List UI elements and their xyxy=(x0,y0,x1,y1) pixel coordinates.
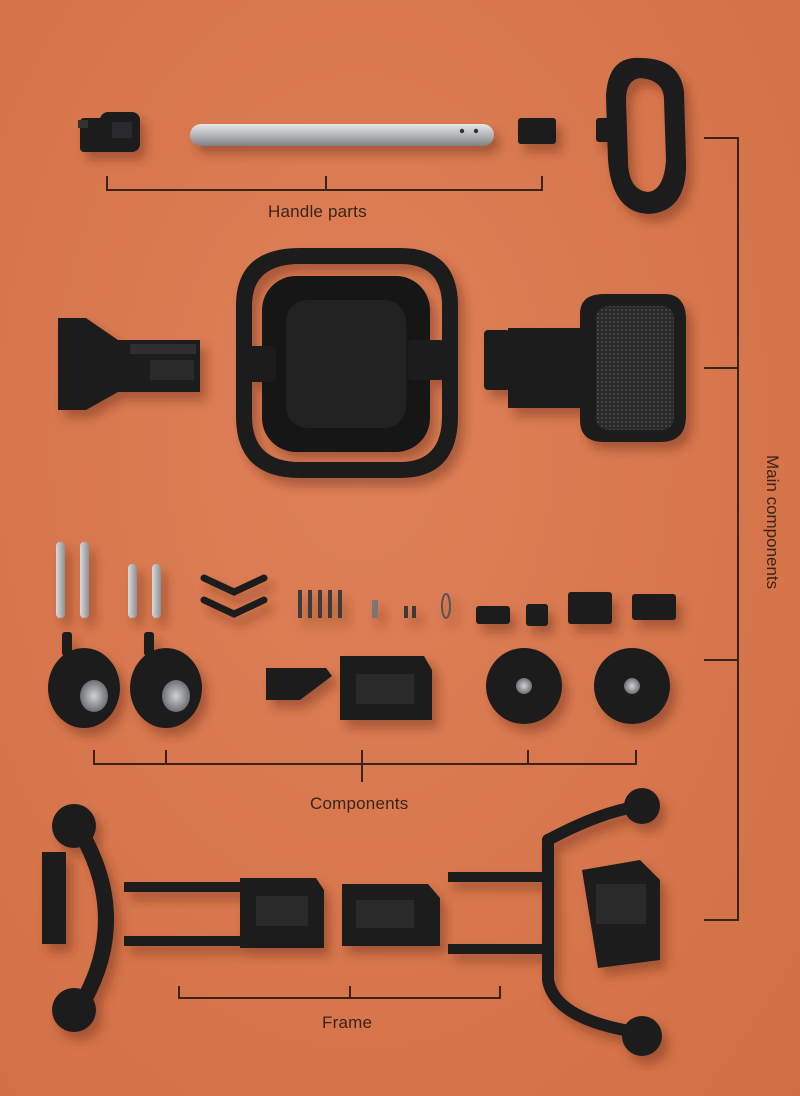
handle-parts-bracket xyxy=(106,176,543,191)
components-bracket xyxy=(93,750,637,782)
spring-part xyxy=(441,593,451,619)
handle-connector-part xyxy=(518,118,556,144)
rear-wheel-part xyxy=(594,648,670,724)
handle-parts-label: Handle parts xyxy=(268,202,367,221)
caster-wheel-part xyxy=(130,632,202,728)
rear-wheel-part xyxy=(486,648,562,724)
seat-bracket-part xyxy=(58,318,200,410)
frame-group xyxy=(42,788,662,1056)
pins-part xyxy=(298,590,416,618)
components-group xyxy=(48,542,676,728)
fold-bracket-part xyxy=(266,656,432,720)
metal-strips-part xyxy=(56,542,161,618)
frame-joint-part xyxy=(342,884,440,946)
main-components-label: Main components xyxy=(763,455,782,590)
handle-tube-part xyxy=(190,124,494,146)
frame-label: Frame xyxy=(322,1013,373,1032)
handle-parts-group xyxy=(78,57,687,215)
clips-part xyxy=(476,592,676,626)
components-label: Components xyxy=(310,794,409,813)
seat-frame-part xyxy=(236,248,458,478)
hinge-arms-part xyxy=(200,574,268,618)
frame-bracket xyxy=(178,986,501,999)
bracket-lines xyxy=(93,137,739,999)
rear-frame-part xyxy=(448,788,662,1056)
handle-clamp-part xyxy=(78,112,140,152)
backrest-part xyxy=(484,294,686,442)
caster-wheel-part xyxy=(48,632,120,728)
seat-parts-group xyxy=(58,248,686,478)
front-frame-part xyxy=(42,804,324,1032)
main-components-bracket xyxy=(704,137,739,921)
handle-grip-part xyxy=(596,57,687,215)
